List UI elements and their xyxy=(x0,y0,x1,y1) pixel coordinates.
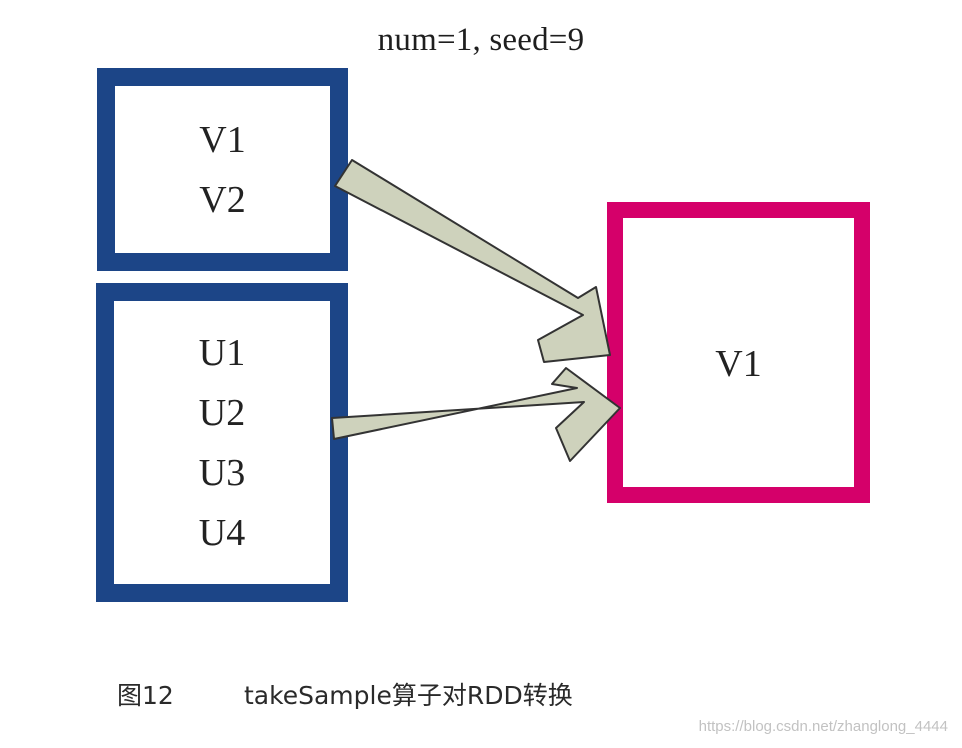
source-partition-u: U1 U2 U3 U4 xyxy=(96,283,348,602)
figure-caption: takeSample算子对RDD转换 xyxy=(244,681,573,710)
partition-item: U2 xyxy=(198,391,246,434)
partition-item: V1 xyxy=(715,343,762,385)
partition-item: U4 xyxy=(198,511,246,554)
partition-item-list: V1 V2 xyxy=(115,86,330,253)
partition-item-list: V1 xyxy=(623,218,854,487)
partition-item: V1 xyxy=(199,118,246,161)
partition-item: U1 xyxy=(198,331,246,374)
result-partition: V1 xyxy=(607,202,870,503)
partition-item-list: U1 U2 U3 U4 xyxy=(114,301,330,584)
watermark: https://blog.csdn.net/zhanglong_4444 xyxy=(698,718,948,735)
source-partition-v: V1 V2 xyxy=(97,68,348,271)
figure-number: 图12 xyxy=(117,681,174,710)
diagram-title: num=1, seed=9 xyxy=(377,22,585,58)
arrow-v-to-result xyxy=(334,159,611,363)
arrow-u-to-result xyxy=(331,367,621,462)
partition-item: U3 xyxy=(198,451,246,494)
partition-item: V2 xyxy=(199,178,246,221)
